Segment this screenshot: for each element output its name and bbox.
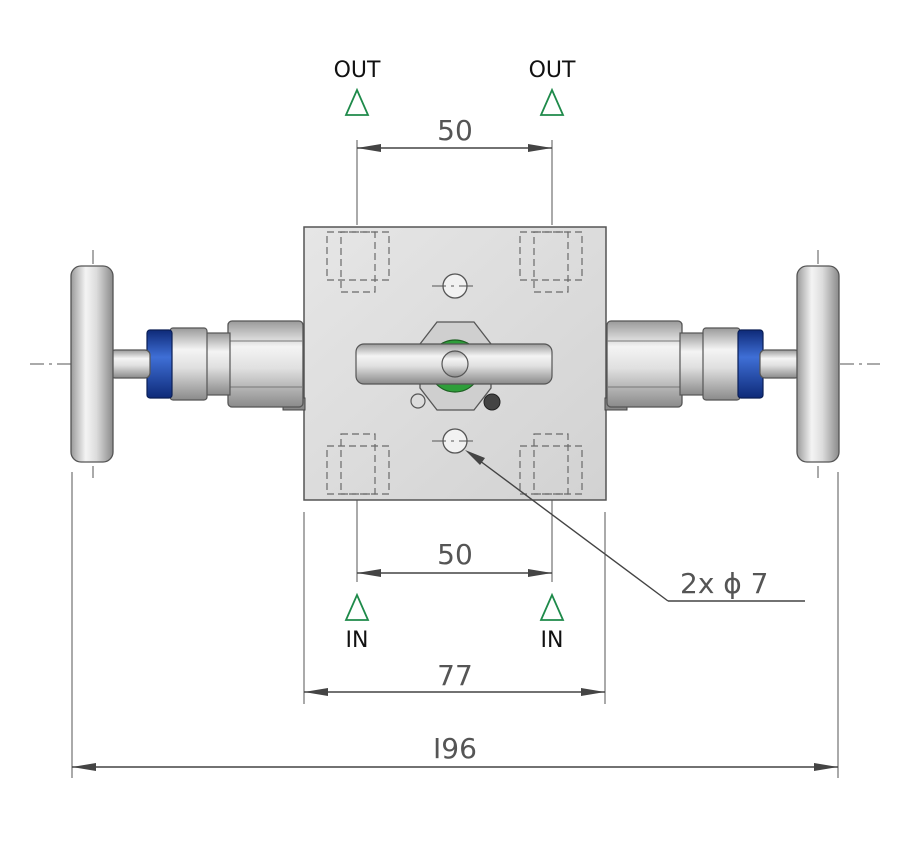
bottom-spacing-value: 50 (437, 538, 473, 571)
dimension-bottom-spacing: 50 (356, 500, 553, 582)
out-right-label: OUT (529, 58, 576, 83)
dimension-overall-length: I96 (71, 472, 839, 778)
right-bonnet-hex (606, 320, 683, 408)
out-left-triangle-icon (344, 87, 370, 116)
body-width-value: 77 (437, 659, 473, 692)
hole-callout: 2x ϕ 7 (465, 450, 805, 602)
right-packing-nut (702, 327, 741, 401)
in-left-label: IN (346, 628, 369, 653)
top-spacing-value: 50 (437, 114, 473, 147)
left-packing-nut (169, 327, 208, 401)
in-left-triangle-icon (344, 592, 370, 621)
hidden-port-bores (326, 231, 583, 495)
hole-callout-text: 2x ϕ 7 (680, 567, 768, 600)
dimension-body-width: 77 (303, 512, 606, 704)
overall-length-value: I96 (433, 732, 477, 765)
right-t-handle (796, 265, 840, 463)
in-right-label: IN (541, 628, 564, 653)
left-valve (70, 265, 306, 463)
dimension-top-spacing: 50 (356, 114, 553, 225)
left-t-handle (70, 265, 114, 463)
left-stem (109, 349, 151, 379)
lock-screw (483, 393, 501, 411)
out-right-triangle-icon (539, 87, 565, 116)
mounting-holes (432, 273, 478, 454)
right-blue-cap (737, 329, 764, 399)
center-valve (355, 321, 553, 411)
right-stem (759, 349, 801, 379)
port-markers: OUT OUT IN IN (334, 58, 576, 653)
left-bonnet-hex (227, 320, 304, 408)
left-blue-cap (146, 329, 173, 399)
right-valve (604, 265, 840, 463)
in-right-triangle-icon (539, 592, 565, 621)
out-left-label: OUT (334, 58, 381, 83)
